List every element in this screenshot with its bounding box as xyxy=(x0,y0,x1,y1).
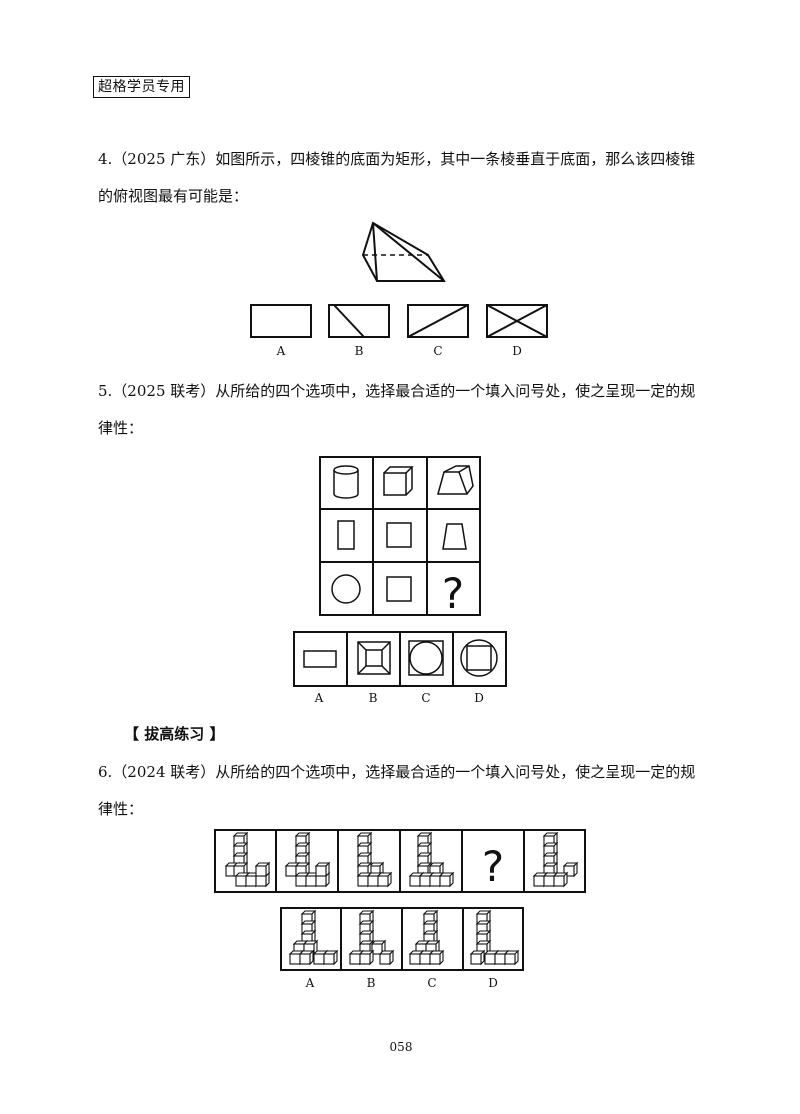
option-c-cube-stack xyxy=(409,910,444,965)
circle-shape xyxy=(331,574,361,604)
question-6-option-c-label[interactable]: C xyxy=(427,976,437,990)
section-title: 【 拔高练习 】 xyxy=(124,725,225,743)
question-5-options-row[interactable] xyxy=(293,631,507,687)
question-4-option-a-figure[interactable] xyxy=(250,304,312,338)
question-5-question-mark: ? xyxy=(442,569,464,618)
question-5-option-d-label[interactable]: D xyxy=(474,691,484,705)
cube-stack-4 xyxy=(409,832,454,887)
question-4-option-c-figure[interactable] xyxy=(407,304,469,338)
option-b-frame xyxy=(357,641,391,675)
question-6-question-mark: ? xyxy=(482,842,504,891)
trapezoid-shape xyxy=(442,523,467,550)
rectangle-shape xyxy=(337,520,355,550)
student-exclusive-tag: 超格学员专用 xyxy=(93,76,190,98)
question-6-text: 6.（2024 联考）从所给的四个选项中，选择最合适的一个填入问号处，使之呈现一… xyxy=(98,762,708,819)
cube-shape xyxy=(383,466,414,496)
question-4-option-d-label[interactable]: D xyxy=(512,344,522,358)
question-5-option-c-label[interactable]: C xyxy=(421,691,431,705)
question-4-option-c-label[interactable]: C xyxy=(433,344,443,358)
question-5-option-b-label[interactable]: B xyxy=(368,691,378,705)
page-number: 058 xyxy=(389,1040,413,1054)
question-6-options-row[interactable] xyxy=(280,907,524,971)
frustum-shape xyxy=(437,465,474,495)
question-5-text: 5.（2025 联考）从所给的四个选项中，选择最合适的一个填入问号处，使之呈现一… xyxy=(98,381,708,438)
question-5-grid: ? xyxy=(319,456,481,618)
question-6-sequence-row: ? xyxy=(214,829,586,893)
question-6-option-a-label[interactable]: A xyxy=(305,976,315,990)
question-6-option-d-label[interactable]: D xyxy=(488,976,498,990)
cube-stack-3 xyxy=(357,832,392,887)
question-4-line1: 4.（2025 广东）如图所示，四棱锥的底面为矩形，其中一条棱垂直于底面，那么该… xyxy=(98,150,696,168)
question-6-option-b-label[interactable]: B xyxy=(366,976,376,990)
option-a-rectangle xyxy=(303,650,337,668)
question-5-line2: 律性： xyxy=(98,419,144,437)
question-6-line2: 律性： xyxy=(98,800,144,818)
square-shape-2 xyxy=(386,576,412,602)
question-4-option-b-figure[interactable] xyxy=(328,304,390,338)
question-6-line1: 6.（2024 联考）从所给的四个选项中，选择最合适的一个填入问号处，使之呈现一… xyxy=(98,763,696,781)
option-b-cube-stack xyxy=(349,910,394,965)
question-5-option-a-label[interactable]: A xyxy=(314,691,324,705)
pyramid-figure xyxy=(361,221,446,282)
question-4-option-b-label[interactable]: B xyxy=(354,344,364,358)
option-a-cube-stack xyxy=(289,910,338,965)
cube-stack-6 xyxy=(533,832,578,887)
option-d-circle-square xyxy=(460,639,498,677)
square-shape xyxy=(386,522,412,548)
cube-stack-2 xyxy=(285,832,330,887)
option-c-square-circle xyxy=(408,640,444,676)
option-d-cube-stack xyxy=(470,910,519,965)
question-5-line1: 5.（2025 联考）从所给的四个选项中，选择最合适的一个填入问号处，使之呈现一… xyxy=(98,382,696,400)
question-4-text: 4.（2025 广东）如图所示，四棱锥的底面为矩形，其中一条棱垂直于底面，那么该… xyxy=(98,149,708,206)
cube-stack-1 xyxy=(225,832,270,887)
question-4-option-d-figure[interactable] xyxy=(486,304,548,338)
question-4-line2: 的俯视图最有可能是： xyxy=(98,187,249,205)
cylinder-shape xyxy=(333,465,359,499)
question-4-option-a-label[interactable]: A xyxy=(276,344,286,358)
